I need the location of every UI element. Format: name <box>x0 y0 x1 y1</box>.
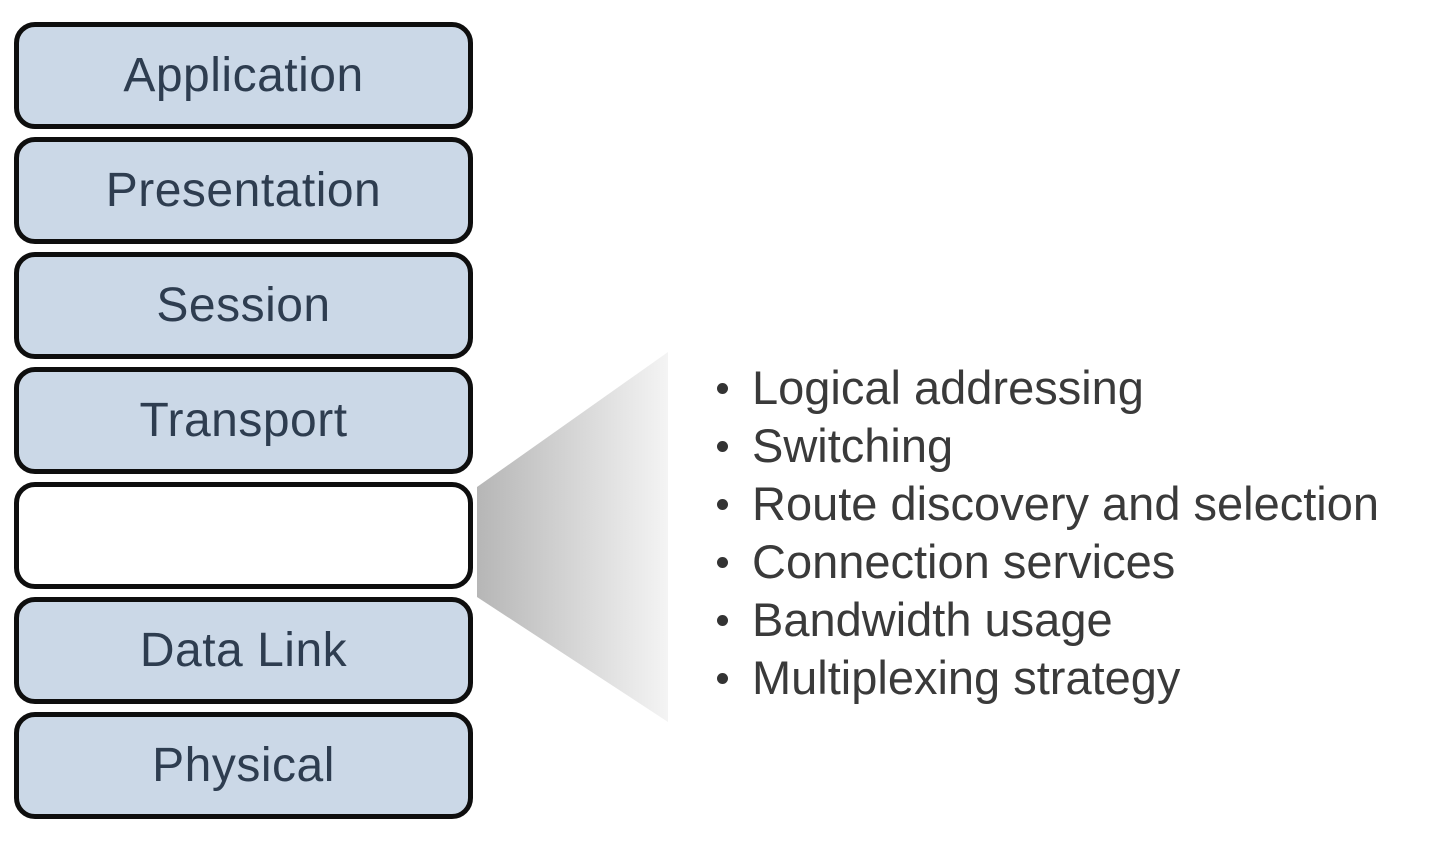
layer-label: Data Link <box>139 624 348 677</box>
list-item-text: Multiplexing strategy <box>752 651 1181 704</box>
list-item: Bandwidth usage <box>700 591 1379 649</box>
list-item-text: Switching <box>752 419 954 472</box>
list-item: Connection services <box>700 533 1379 591</box>
layer-box-data-link: Data Link <box>14 597 473 704</box>
bullet-dot-icon <box>717 382 728 394</box>
layer-box-physical: Physical <box>14 712 473 819</box>
layer-label: Physical <box>152 739 335 792</box>
layer-box-application: Application <box>14 22 473 129</box>
bullet-dot-icon <box>717 614 728 626</box>
layer-label: Presentation <box>105 164 382 217</box>
list-item-text: Logical addressing <box>752 361 1144 414</box>
list-item-text: Route discovery and selection <box>752 477 1380 530</box>
layer-box-network-blank <box>14 482 473 589</box>
bullet-dot-icon <box>717 556 728 568</box>
list-item: Logical addressing <box>700 359 1379 417</box>
layer-label: Session <box>156 279 331 332</box>
list-item-text: Connection services <box>752 535 1176 588</box>
bullet-dot-icon <box>717 672 728 684</box>
bullet-dot-icon <box>717 440 728 452</box>
layer-label: Application <box>123 49 364 102</box>
list-item-text: Bandwidth usage <box>752 593 1113 646</box>
layer-label: Transport <box>139 394 348 447</box>
layer-box-transport: Transport <box>14 367 473 474</box>
list-item: Route discovery and selection <box>700 475 1379 533</box>
list-item: Switching <box>700 417 1379 475</box>
callout-triangle-shape <box>477 352 668 722</box>
layer-box-presentation: Presentation <box>14 137 473 244</box>
list-item: Multiplexing strategy <box>700 649 1379 707</box>
layer-box-session: Session <box>14 252 473 359</box>
bullet-dot-icon <box>717 498 728 510</box>
callout-triangle <box>477 352 668 722</box>
